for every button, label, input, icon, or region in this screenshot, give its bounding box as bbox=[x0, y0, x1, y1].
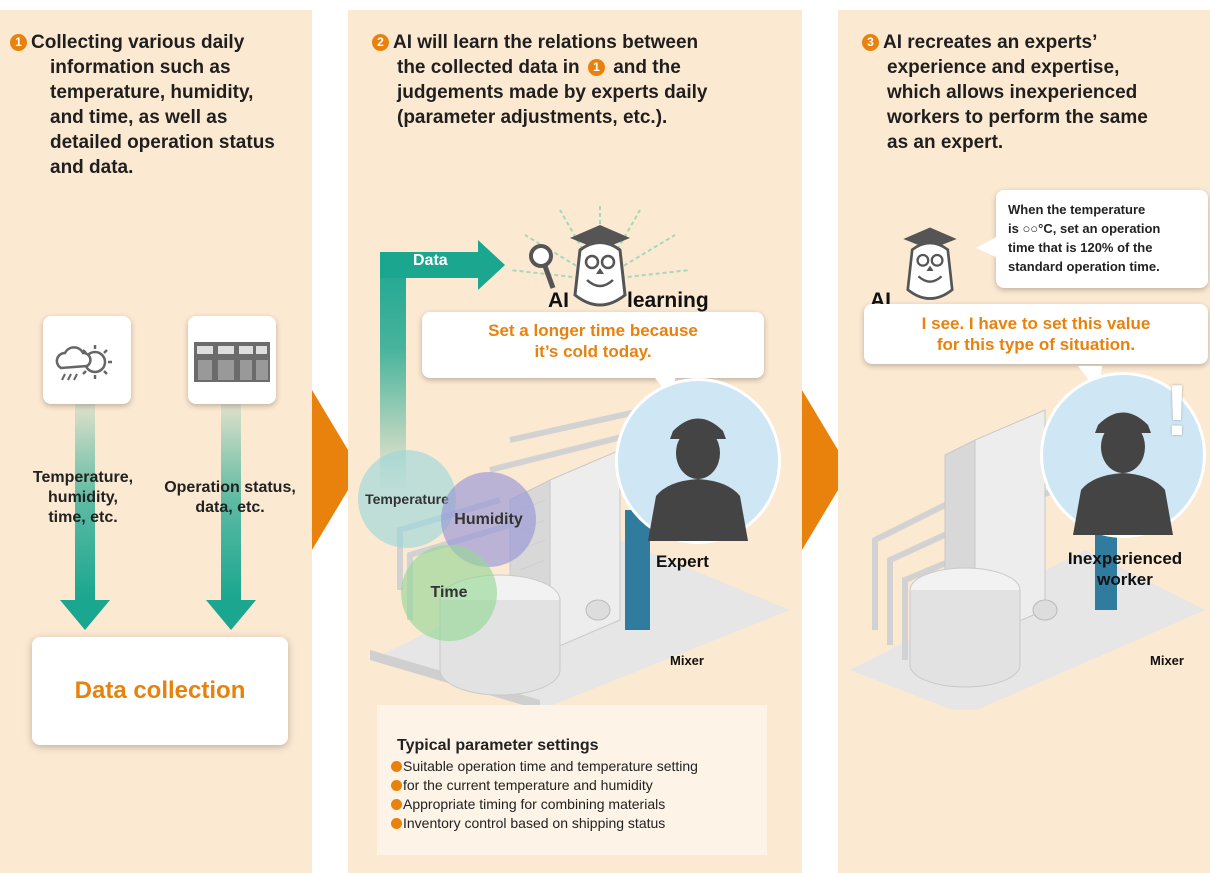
speech-line: When the temperature bbox=[1008, 202, 1146, 217]
worker-label-line: worker bbox=[1097, 570, 1153, 589]
heading-line: AI will learn the relations between bbox=[393, 32, 699, 53]
arrow-right-head bbox=[206, 600, 256, 630]
ai-speech-bubble: When the temperature is ○○°C, set an ope… bbox=[996, 190, 1208, 288]
ai-label: AI bbox=[548, 289, 569, 312]
expert-label: Expert bbox=[656, 552, 709, 571]
list-item: Appropriate timing for combining materia… bbox=[391, 795, 698, 814]
bubble-line: I see. I have to set this value bbox=[921, 314, 1151, 333]
arrow-right-shaft bbox=[221, 400, 241, 600]
flow-arrows bbox=[60, 400, 256, 630]
heading-line: and data. bbox=[50, 157, 134, 178]
heading-line: and time, as well as bbox=[50, 107, 228, 128]
time-circle: Time bbox=[401, 545, 497, 641]
worker-speech-bubble: I see. I have to set this value for this… bbox=[864, 304, 1208, 364]
worker-label: Inexperienced worker bbox=[1060, 548, 1190, 590]
typical-settings-title: Typical parameter settings bbox=[397, 737, 599, 754]
bubble-line: Set a longer time because bbox=[488, 321, 698, 340]
typical-settings-box: Typical parameter settings Suitable oper… bbox=[377, 705, 767, 855]
temperature-circle: Temperature bbox=[358, 450, 456, 548]
owl-icon bbox=[570, 225, 630, 307]
typical-settings-list: Suitable operation time and temperature … bbox=[391, 757, 698, 833]
flow-line: humidity, bbox=[48, 489, 118, 506]
heading-line: experience and expertise, bbox=[887, 57, 1120, 78]
list-item: Suitable operation time and temperature … bbox=[391, 757, 698, 776]
weather-icon-box bbox=[43, 316, 131, 404]
worker-avatar bbox=[1040, 372, 1206, 538]
owl-icon bbox=[903, 227, 957, 300]
mixer-machine-icon bbox=[850, 409, 1205, 710]
mixer-label-2: Mixer bbox=[670, 653, 704, 668]
speech-tail bbox=[976, 236, 998, 258]
person-icon bbox=[1073, 412, 1173, 535]
speech-line: time that is 120% of the bbox=[1008, 240, 1153, 255]
heading-line: as an expert. bbox=[887, 132, 1004, 153]
weather-icon bbox=[55, 345, 112, 381]
mixer-label-3: Mixer bbox=[1150, 653, 1184, 668]
list-item-continuation: for the current temperature and humidity bbox=[391, 776, 698, 795]
heading-line: Collecting various daily bbox=[31, 32, 245, 53]
step-arrow-2 bbox=[802, 390, 850, 550]
machine-icon-box bbox=[188, 316, 276, 404]
circle-label: Humidity bbox=[454, 510, 523, 528]
bubble-line: it’s cold today. bbox=[534, 342, 652, 361]
worker-label-line: Inexperienced bbox=[1067, 549, 1183, 568]
heading-line: the collected data in bbox=[397, 57, 580, 78]
flow-line: time, etc. bbox=[48, 509, 118, 526]
step-1-ref-badge: 1 bbox=[587, 59, 605, 76]
heading-line: judgements made by experts daily bbox=[397, 82, 708, 103]
step-2-badge: 2 bbox=[372, 34, 389, 51]
exclamation-mark: ! bbox=[1165, 371, 1189, 451]
heading-line: detailed operation status bbox=[50, 132, 275, 153]
speech-line: standard operation time. bbox=[1008, 259, 1160, 274]
heading-line: and the bbox=[613, 57, 681, 78]
heading-line: workers to perform the same bbox=[887, 107, 1148, 128]
arrow-left-head bbox=[60, 600, 110, 630]
heading-line: (parameter adjustments, etc.). bbox=[397, 107, 668, 128]
learning-label: learning bbox=[627, 289, 709, 312]
machine-icon bbox=[194, 342, 270, 382]
step-1-badge: 1 bbox=[10, 34, 27, 51]
step-3-badge: 3 bbox=[862, 34, 879, 51]
flow-line: data, etc. bbox=[195, 499, 265, 516]
bubble-line: for this type of situation. bbox=[936, 335, 1136, 354]
data-arrow-label: Data bbox=[413, 252, 448, 269]
flow-label-environment: Temperature, humidity, time, etc. bbox=[8, 468, 158, 528]
circle-label: Temperature bbox=[365, 491, 449, 507]
heading-line: information such as bbox=[50, 57, 231, 78]
list-item: Inventory control based on shipping stat… bbox=[391, 814, 698, 833]
flow-line: Operation status, bbox=[164, 479, 296, 496]
data-collection-box: Data collection bbox=[32, 637, 288, 745]
expert-speech-bubble: Set a longer time because it’s cold toda… bbox=[422, 312, 764, 378]
heading-line: temperature, humidity, bbox=[50, 82, 254, 103]
flow-line: Temperature, bbox=[32, 469, 134, 486]
arrow-left-shaft bbox=[75, 400, 95, 600]
expert-avatar bbox=[615, 378, 781, 544]
heading-line: which allows inexperienced bbox=[887, 82, 1138, 103]
person-icon bbox=[648, 418, 748, 541]
circle-label: Time bbox=[430, 584, 468, 601]
data-collection-label: Data collection bbox=[74, 677, 246, 704]
step-arrow-1 bbox=[312, 390, 360, 550]
heading-line: AI recreates an experts’ bbox=[883, 32, 1098, 53]
flow-label-operation: Operation status, data, etc. bbox=[150, 478, 310, 518]
magnifier-icon bbox=[529, 244, 556, 289]
speech-line: is ○○°C, set an operation bbox=[1008, 221, 1161, 236]
